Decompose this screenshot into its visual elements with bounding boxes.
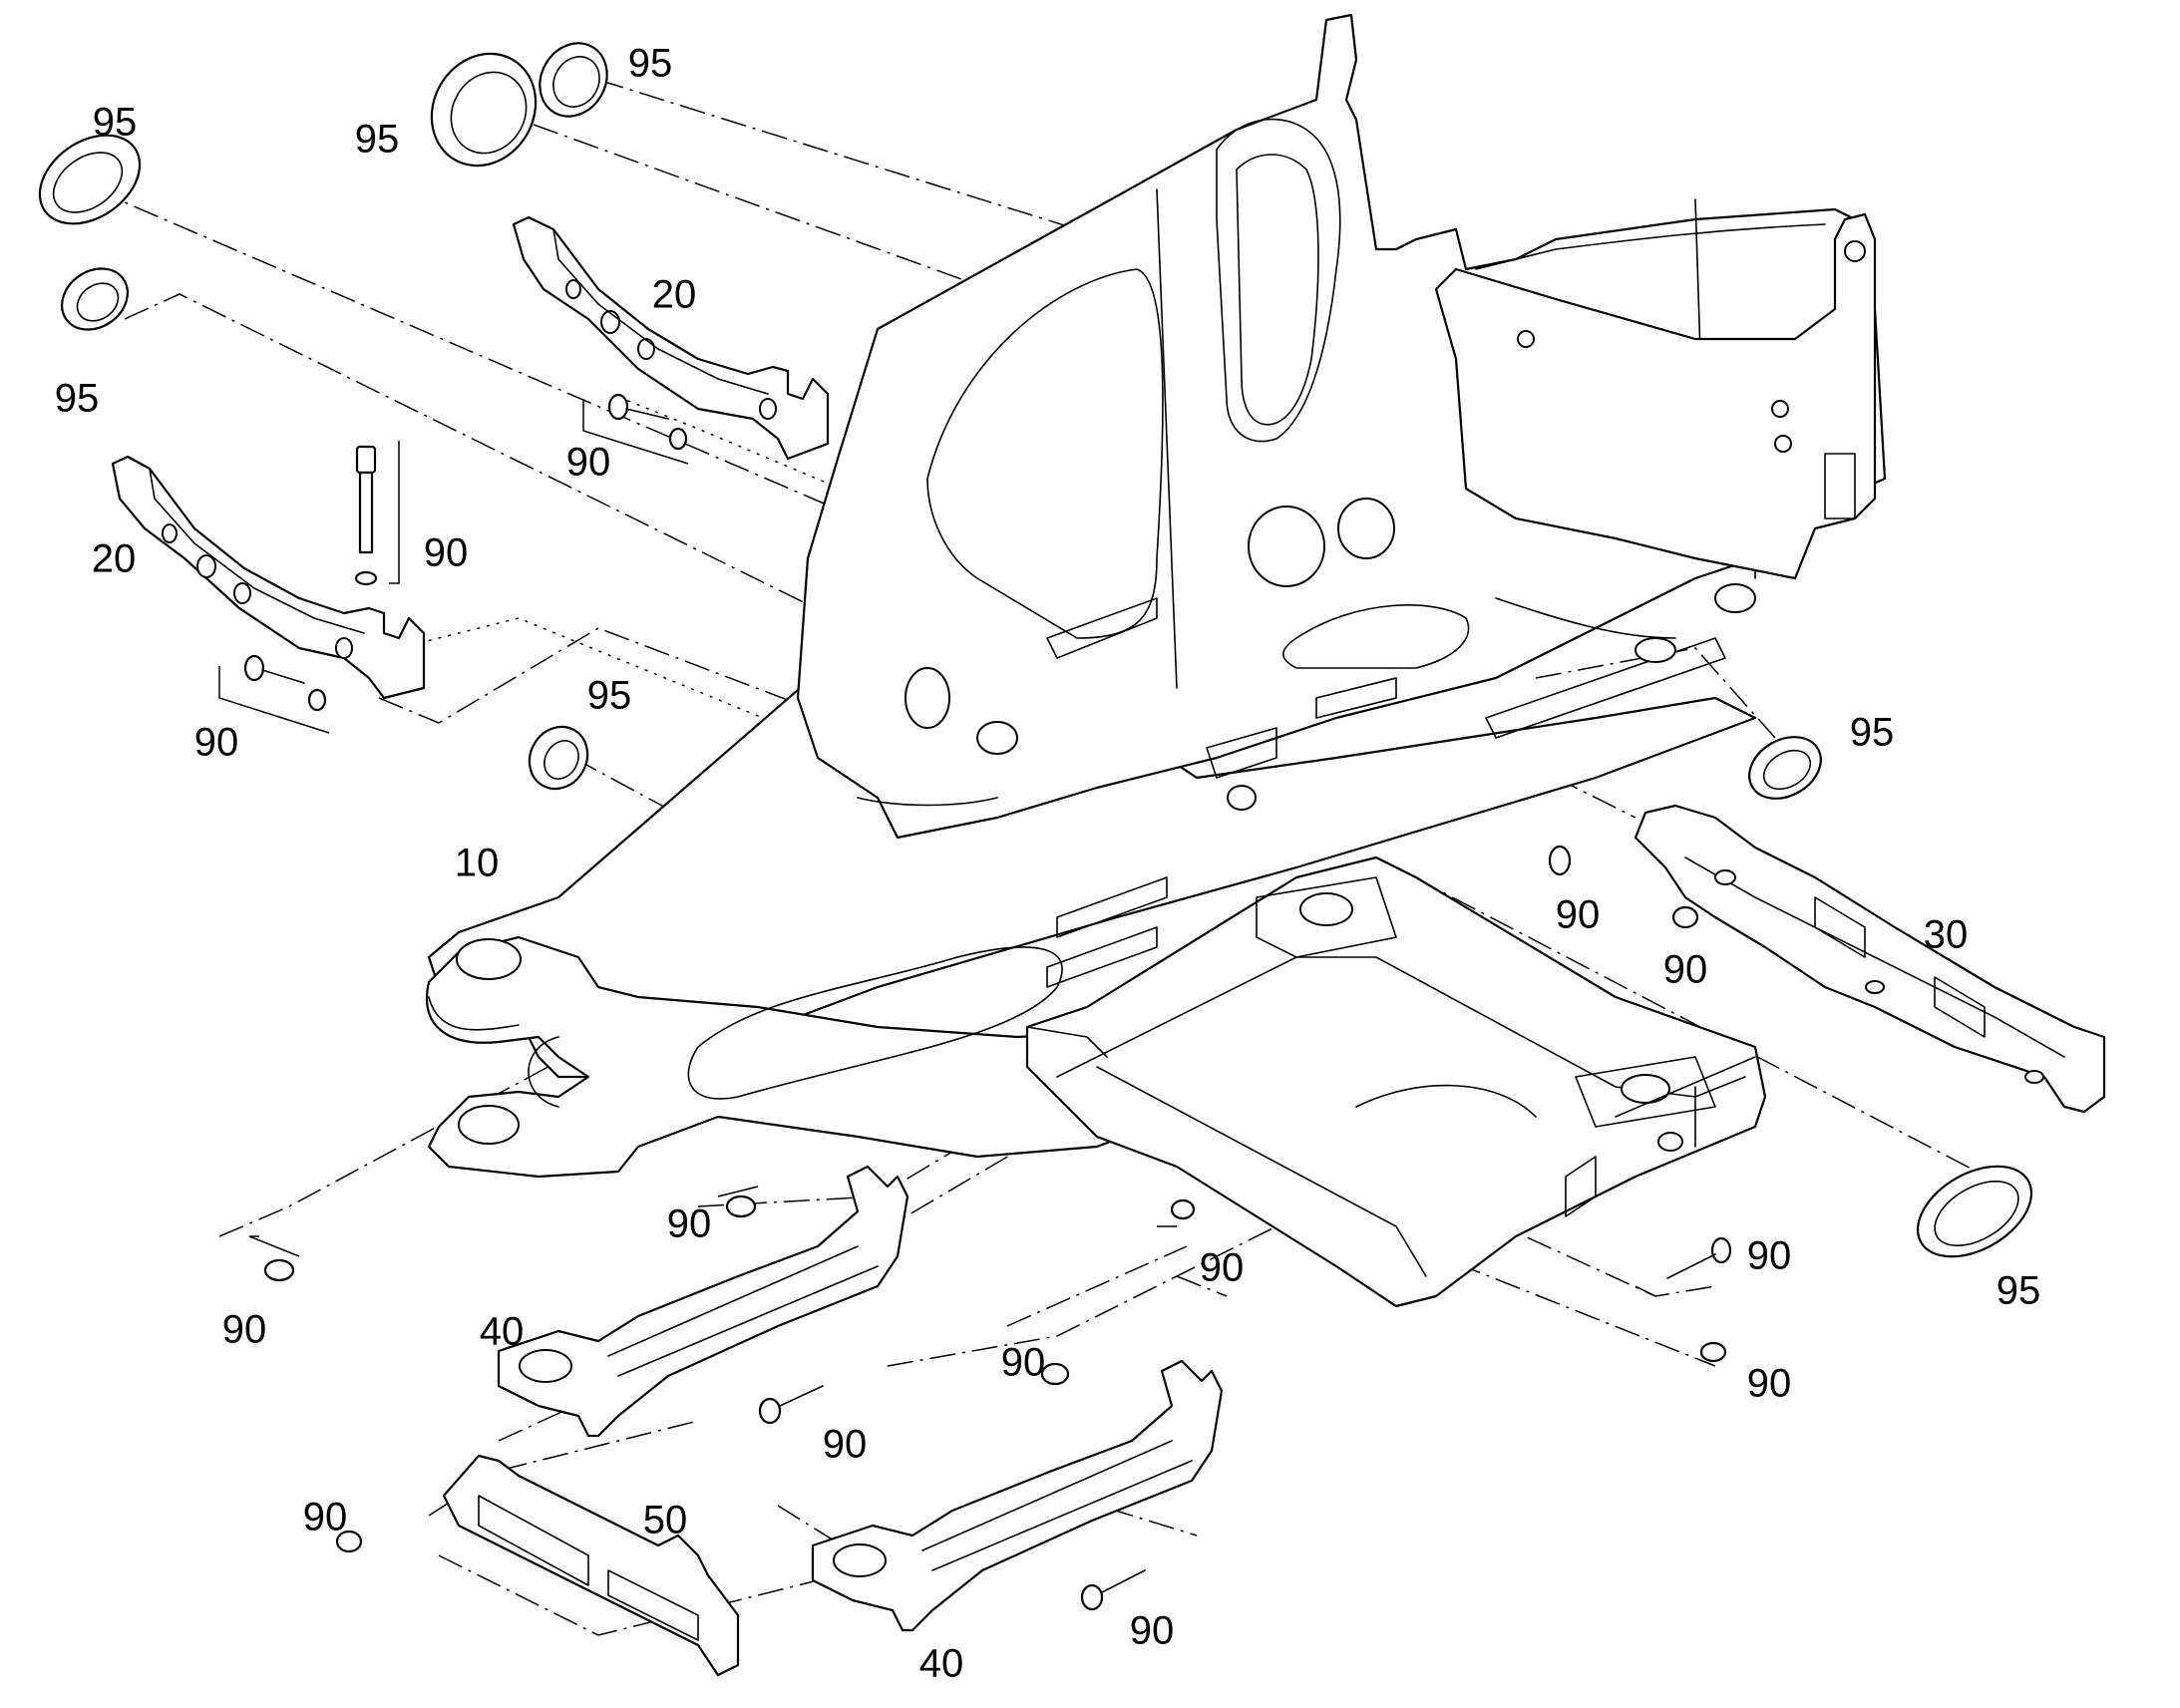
callout-95-c95a: 95: [93, 101, 138, 145]
callout-95-c95d: 95: [628, 42, 673, 86]
callout-95-c95e: 95: [587, 674, 632, 718]
callout-90-c90l: 90: [823, 1423, 868, 1467]
callout-95-c95f: 95: [1850, 711, 1895, 755]
bolt-center: [758, 1385, 824, 1425]
callout-90-c90g: 90: [1200, 1246, 1245, 1290]
bracket-upper-part-20: [512, 215, 830, 461]
callout-90-c90n: 90: [1130, 1609, 1175, 1653]
callout-90-c90k: 90: [1747, 1362, 1792, 1406]
callout-90-c90j: 90: [1001, 1341, 1046, 1385]
callout-90-c90d: 90: [1556, 893, 1601, 937]
callout-90-c90c: 90: [194, 721, 239, 765]
bolt-bottom: [1080, 1569, 1146, 1611]
lower-cross-frame: [1025, 855, 1767, 1308]
callout-40-c40a: 40: [480, 1310, 525, 1354]
callout-40-c40b: 40: [919, 1642, 964, 1686]
bolt-right-mid: [1666, 1236, 1732, 1279]
callout-20-c20b: 20: [92, 537, 137, 581]
callout-90-c90a: 90: [566, 441, 611, 485]
callout-90-c90e: 90: [1663, 948, 1708, 992]
crossmember-right-part-40: [811, 1359, 1224, 1632]
callout-90-c90i: 90: [222, 1308, 267, 1352]
callout-30-c30: 30: [1924, 913, 1969, 957]
callout-leaders: [218, 399, 1656, 1297]
bracket-part-50: [442, 1454, 740, 1677]
callout-labels: 95 95 95 95 20 90 90 20 90 95 10 95 90 90 30 90 90 90 95 90…: [55, 42, 2041, 1686]
main-frame-part-10: [426, 13, 1887, 1179]
callout-90-c90h: 90: [1747, 1234, 1792, 1278]
callout-90-c90m: 90: [303, 1496, 348, 1539]
callout-95-c95c: 95: [355, 118, 400, 162]
callout-20-c20a: 20: [652, 273, 697, 317]
bolt-lower-left: [243, 654, 327, 712]
callout-50-c50: 50: [643, 1499, 688, 1542]
crossmember-left-part-40: [497, 1165, 909, 1438]
bolt-upper: [607, 393, 688, 451]
callout-90-c90f: 90: [667, 1202, 712, 1246]
seal-parts-95: [38, 42, 2033, 1258]
callout-95-c95g: 95: [1997, 1269, 2041, 1313]
callout-10-c10: 10: [455, 842, 500, 885]
right-arm-part-30: [1634, 804, 2106, 1114]
fastener-parts-90: [243, 393, 1732, 1611]
callout-90-c90b: 90: [424, 531, 469, 575]
callout-95-c95b: 95: [55, 377, 100, 421]
bracket-lower-part-20: [111, 455, 426, 700]
